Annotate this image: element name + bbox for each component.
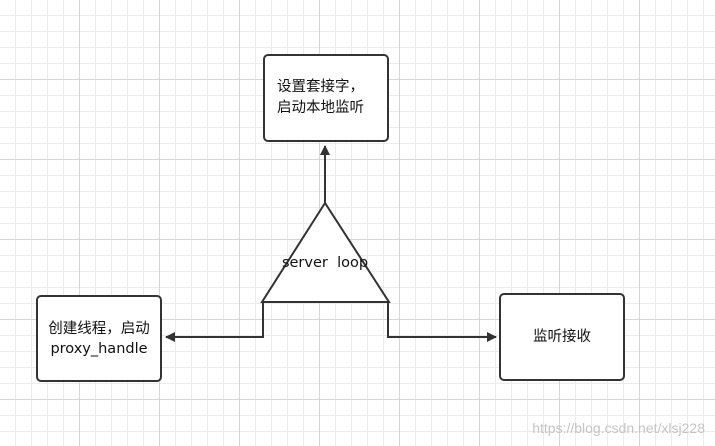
setup-socket-line1: 设置套接字， <box>277 79 364 95</box>
server-loop-triangle <box>260 201 391 303</box>
listen-receive-box: 监听接收 <box>499 293 625 381</box>
watermark: https://blog.csdn.net/xlsj228 <box>532 420 705 436</box>
create-thread-box: 创建线程，启动proxy_handle <box>36 295 162 382</box>
server-loop-label: server loop <box>281 255 369 271</box>
setup-socket-box: 设置套接字， 启动本地监听 <box>263 54 389 142</box>
setup-socket-line2: 启动本地监听 <box>277 100 364 116</box>
create-thread-text: 创建线程，启动proxy_handle <box>48 320 150 357</box>
arrow-to-right-box <box>387 302 497 342</box>
arrow-to-left-box <box>165 302 264 342</box>
setup-socket-text: 设置套接字， 启动本地监听 <box>277 77 364 119</box>
listen-receive-text: 监听接收 <box>533 328 591 345</box>
